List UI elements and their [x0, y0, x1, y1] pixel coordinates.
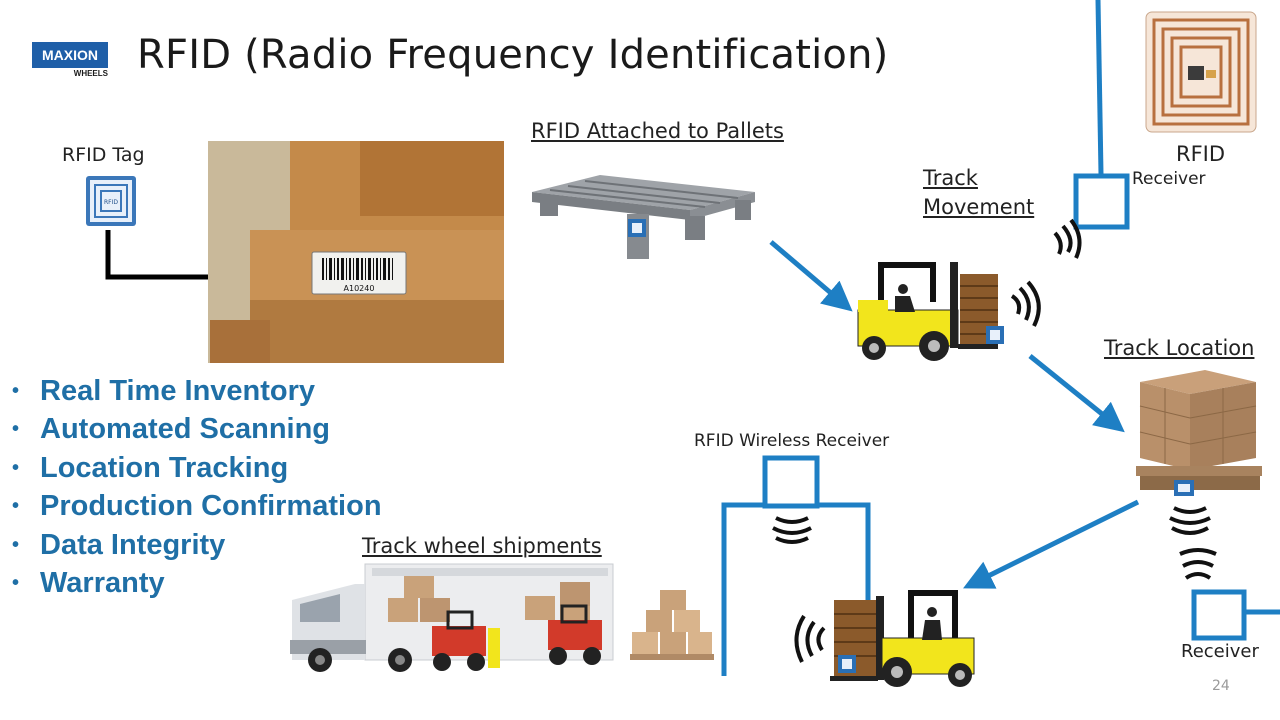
forklift-2-waves	[794, 614, 826, 663]
forklift-2	[830, 590, 975, 687]
arrow-location-to-forklift	[963, 499, 1140, 589]
boxes-waves	[1169, 506, 1211, 535]
logo-bar	[32, 42, 108, 68]
bullet-item: Location Tracking	[12, 449, 382, 487]
rfid-tag-label: RFID Tag	[62, 144, 145, 166]
gate-waves	[772, 516, 812, 544]
arrow-forklift-to-location	[1028, 354, 1125, 433]
pallets-label: RFID Attached to Pallets	[531, 119, 784, 143]
truck-shipment-image	[290, 563, 714, 672]
bullet-item: Data Integrity	[12, 526, 382, 564]
top-receiver-waves	[1053, 218, 1082, 259]
maxion-logo: MAXION WHEELS	[32, 40, 108, 80]
receiver-top-label: Receiver	[1132, 169, 1206, 189]
tag-chip-text: RFID	[104, 199, 118, 206]
page-number: 24	[1212, 678, 1230, 694]
rfid-tag-icon: RFID	[86, 176, 136, 226]
logo-brand: MAXION	[42, 47, 98, 63]
bullet-item: Automated Scanning	[12, 410, 382, 448]
logo-sub: WHEELS	[73, 69, 108, 78]
wireless-receiver-label: RFID Wireless Receiver	[694, 431, 890, 451]
receiver-bottom-label: Receiver	[1181, 641, 1259, 662]
track-shipments-label: Track wheel shipments	[362, 534, 602, 558]
bullet-item: Warranty	[12, 564, 382, 602]
bottom-right-receiver	[1191, 589, 1280, 641]
arrow-pallet-to-forklift	[769, 240, 853, 312]
rfid-chip-image	[1145, 11, 1257, 133]
slide-title: RFID (Radio Frequency Identification)	[137, 32, 889, 78]
top-receiver	[1073, 0, 1130, 230]
forklift-1	[857, 262, 1004, 361]
track-movement-label-line2: Movement	[923, 195, 1035, 219]
bottom-receiver-waves	[1179, 548, 1217, 580]
boxes-pallet-image	[1136, 370, 1262, 496]
barcode-text: A10240	[344, 284, 375, 293]
barcode-stripes	[322, 258, 393, 280]
bullet-item: Real Time Inventory	[12, 372, 382, 410]
pallet-image	[532, 175, 755, 259]
benefits-list: Real Time Inventory Automated Scanning L…	[12, 372, 382, 602]
rfid-top-label: RFID	[1176, 142, 1226, 166]
track-location-label: Track Location	[1104, 336, 1255, 360]
barcode-box-photo: A10240	[208, 141, 504, 363]
track-movement-label-line1: Track	[923, 166, 978, 190]
bullet-item: Production Confirmation	[12, 487, 382, 525]
forklift-1-waves	[1010, 280, 1041, 327]
